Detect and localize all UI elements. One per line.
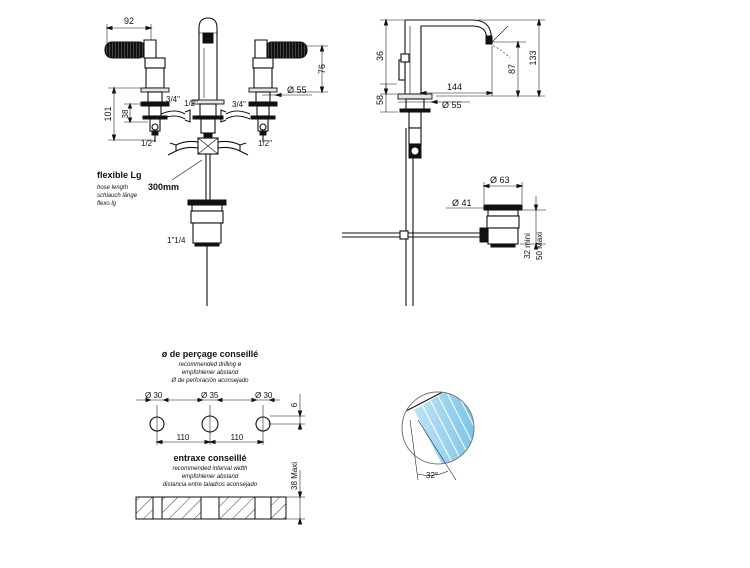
label-34-left: 3/4" xyxy=(166,95,180,104)
dim-6-label: 6 xyxy=(290,402,299,407)
left-handle xyxy=(104,39,170,136)
dim-144: 144 xyxy=(419,46,494,96)
dim-38-label: 38 xyxy=(121,109,130,118)
dim-133-label: 133 xyxy=(528,50,538,65)
dim-92-label: 92 xyxy=(124,16,134,26)
dim-87-label: 87 xyxy=(507,64,517,74)
dim-58-label: 58 xyxy=(375,95,385,105)
hose-en: hose length xyxy=(97,185,129,191)
dim-diam-55-side: Ø 55 xyxy=(398,99,470,110)
hose-de: schlauch länge xyxy=(97,193,138,199)
dim-diam-41: Ø 41 xyxy=(446,198,510,211)
label-34-right: 3/4" xyxy=(232,100,246,109)
interval-es: distancia entre taladros aconsejado xyxy=(163,482,258,488)
hole-3-diam: Ø 30 xyxy=(255,391,273,400)
dim-101-label: 101 xyxy=(103,106,113,121)
dim-58: 58 xyxy=(375,83,398,113)
dim-87-133: 87 133 xyxy=(436,18,545,98)
interval-de: empfohlener abstand xyxy=(182,474,239,480)
dim-101-38: 101 38 xyxy=(103,86,152,142)
hose-es: flexo lg xyxy=(97,201,117,207)
spacing-1: 110 xyxy=(177,433,190,442)
dim-76: 76 xyxy=(290,44,328,94)
hose-length-value: 300mm xyxy=(148,182,179,192)
dim-width-92: 92 xyxy=(105,16,153,46)
dim-32-mini-label: 32 mini xyxy=(523,233,532,259)
dim-55-side-label: Ø 55 xyxy=(442,100,462,110)
dim-38-maxi-label: 38 Maxi xyxy=(290,462,299,490)
interval-en: recommended interval width xyxy=(172,466,248,472)
dim-diam-55-front: Ø 55 xyxy=(262,85,312,98)
detail-circle xyxy=(401,391,475,465)
interval-title: entraxe conseillé xyxy=(173,453,246,463)
front-view: 92 3/4" xyxy=(97,16,328,306)
countertop-section xyxy=(135,496,287,520)
drilling-de: empfohlener abstand xyxy=(182,370,239,376)
dim-50-maxi-label: 50 Maxi xyxy=(535,232,544,260)
dim-55-front-label: Ø 55 xyxy=(287,85,307,95)
hose-connector xyxy=(154,133,264,156)
drilling-en: recommended drilling ø xyxy=(179,362,242,368)
spray-detail: 32° xyxy=(401,391,475,481)
hose-length-note: flexible Lg hose length schlauch länge f… xyxy=(97,159,203,207)
label-12-top: 1/2" xyxy=(184,99,198,108)
spray-angle: 32° xyxy=(426,471,438,480)
dim-41-label: Ø 41 xyxy=(452,198,472,208)
dim-36: 36 xyxy=(375,18,404,96)
spout xyxy=(191,17,225,139)
hose-title: flexible Lg xyxy=(97,170,142,180)
side-view: 36 58 87 133 144 xyxy=(342,18,546,306)
dim-144-label: 144 xyxy=(447,82,462,92)
hole-2-diam: Ø 35 xyxy=(201,391,219,400)
waste-thread-label: 1"1/4 xyxy=(167,236,186,245)
drilling-section: ø de perçage conseillé recommended drill… xyxy=(135,349,305,525)
dim-36-label: 36 xyxy=(375,51,385,61)
dim-76-label: 76 xyxy=(317,64,327,74)
dim-diam-63: Ø 63 xyxy=(482,175,524,204)
hole-1-diam: Ø 30 xyxy=(145,391,163,400)
drilling-es: Ø de perforación aconsejado xyxy=(170,378,249,384)
waste-side xyxy=(342,204,523,248)
waste-front: 1"1/4 xyxy=(167,199,227,306)
label-12-left: 1/2" xyxy=(141,139,155,148)
spacing-2: 110 xyxy=(231,433,244,442)
label-12-right: 1/2" xyxy=(258,139,272,148)
dim-63-label: Ø 63 xyxy=(490,175,510,185)
dim-32-50: 32 mini 50 Maxi xyxy=(520,196,546,260)
drilling-title: ø de perçage conseillé xyxy=(162,349,259,359)
